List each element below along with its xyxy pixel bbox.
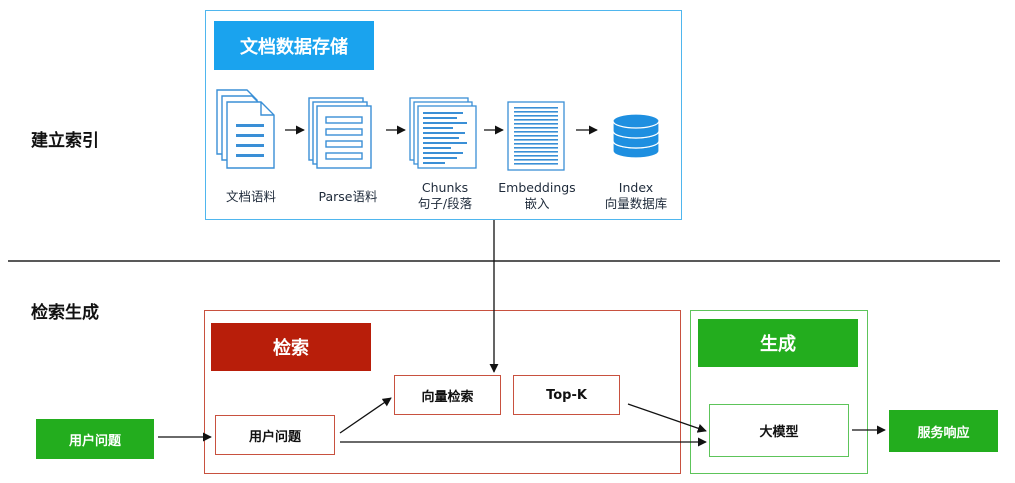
storage-frame (205, 10, 682, 220)
retrieval-frame (204, 310, 681, 474)
storage-title: 文档数据存储 (214, 21, 374, 70)
chunks-icon (409, 97, 477, 169)
generation-title: 生成 (698, 319, 858, 367)
output-service-response: 服务响应 (889, 410, 998, 452)
retrieval-title: 检索 (211, 323, 371, 371)
database-icon (612, 113, 660, 159)
arrow-query-to-vector-search (339, 397, 392, 434)
topk-node: Top-K (513, 375, 620, 415)
arrow-topk-to-llm (627, 403, 707, 433)
user-query-node: 用户问题 (215, 415, 335, 455)
step-caption-parse: Parse语料 (318, 189, 378, 204)
llm-node: 大模型 (709, 404, 849, 457)
generation-frame (690, 310, 868, 474)
embedding-icon (507, 101, 565, 171)
section-label-indexing: 建立索引 (31, 131, 99, 151)
section-label-retrieval-generation: 检索生成 (31, 303, 99, 323)
input-user-question: 用户问题 (36, 419, 154, 459)
step-caption-documents: 文档语料 (225, 189, 276, 204)
documents-icon (216, 89, 275, 169)
vector-search-node: 向量检索 (394, 375, 501, 415)
parsed-document-icon (308, 97, 372, 169)
